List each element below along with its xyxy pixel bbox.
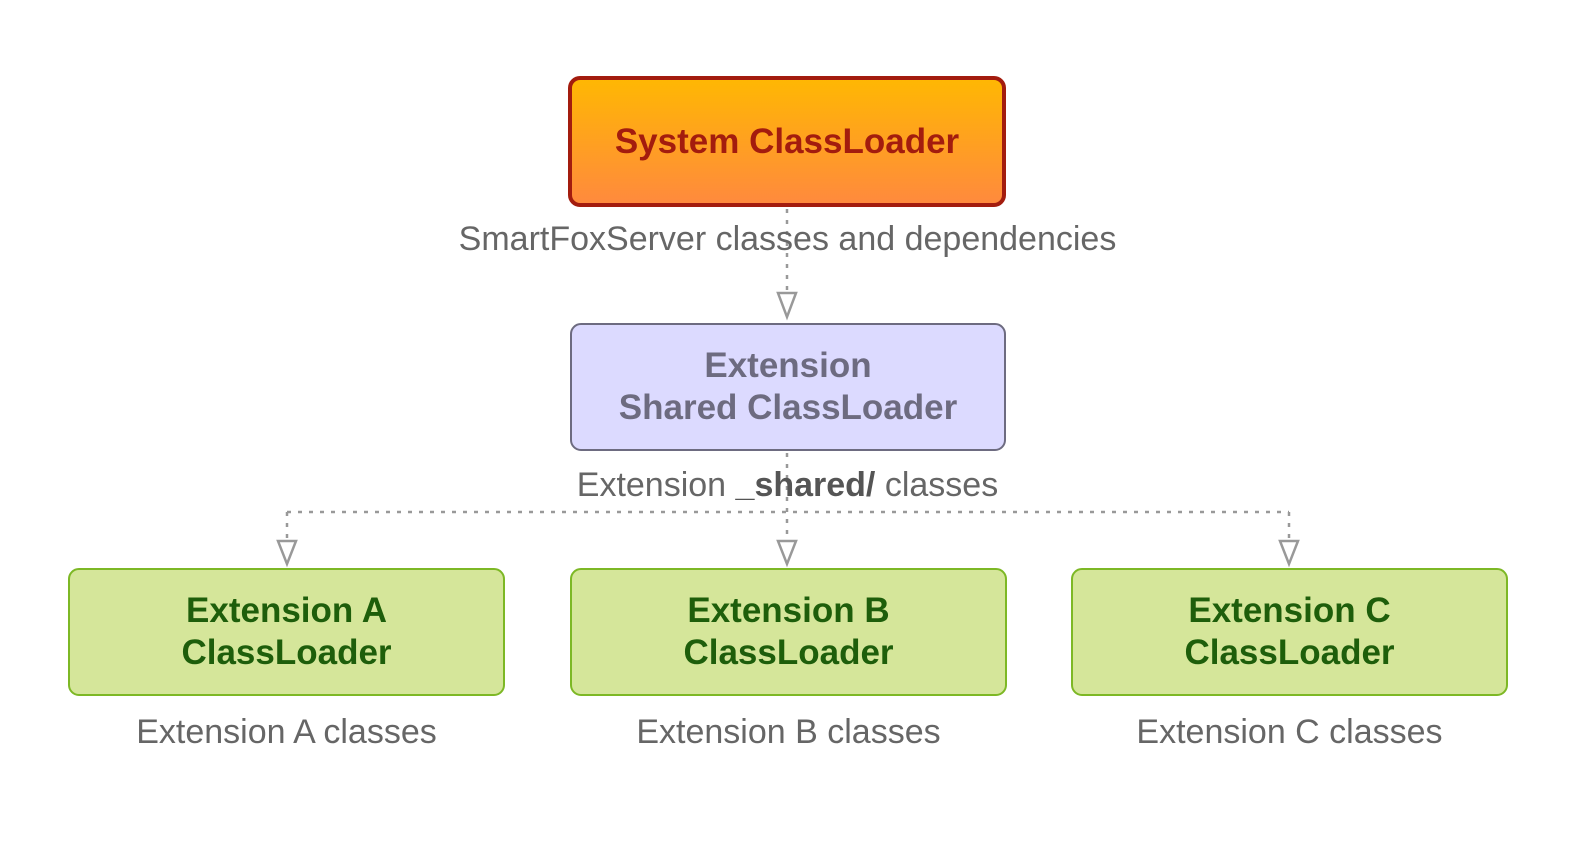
extension-a-classloader-node: Extension A ClassLoader [68,568,505,696]
extension-c-caption: Extension C classes [1136,713,1443,751]
shared-caption-prefix: Extension [576,466,736,504]
extension-c-label-line1: Extension C [1188,591,1391,630]
extension-a-label-line2: ClassLoader [181,633,392,672]
arrowhead-to-shared [776,291,798,321]
extension-c-classloader-node: Extension C ClassLoader [1071,568,1508,696]
extension-b-label-line1: Extension B [687,591,890,630]
extension-b-classloader-node: Extension B ClassLoader [570,568,1007,696]
extension-c-label-line2: ClassLoader [1184,633,1395,672]
extension-a-label-line1: Extension A [186,591,387,630]
arrowhead-to-extension-c [1278,539,1300,568]
arrowhead-to-extension-a [276,539,298,568]
extension-a-caption: Extension A classes [136,713,437,751]
shared-classloader-label-line1: Extension [704,346,872,385]
system-classloader-caption: SmartFoxServer classes and dependencies [458,220,1117,258]
shared-classloader-caption: Extension _shared/ classes [520,465,1055,505]
extension-b-label-line2: ClassLoader [683,633,894,672]
arrowhead-to-extension-b [776,539,798,568]
system-classloader-node: System ClassLoader [568,76,1006,207]
shared-classloader-label-line2: Shared ClassLoader [618,388,958,427]
system-classloader-label: System ClassLoader [614,121,960,161]
shared-caption-suffix: classes [875,466,999,504]
extension-b-caption: Extension B classes [636,713,941,751]
shared-classloader-node: Extension Shared ClassLoader [570,323,1006,451]
shared-caption-folder: _shared/ [735,466,876,504]
